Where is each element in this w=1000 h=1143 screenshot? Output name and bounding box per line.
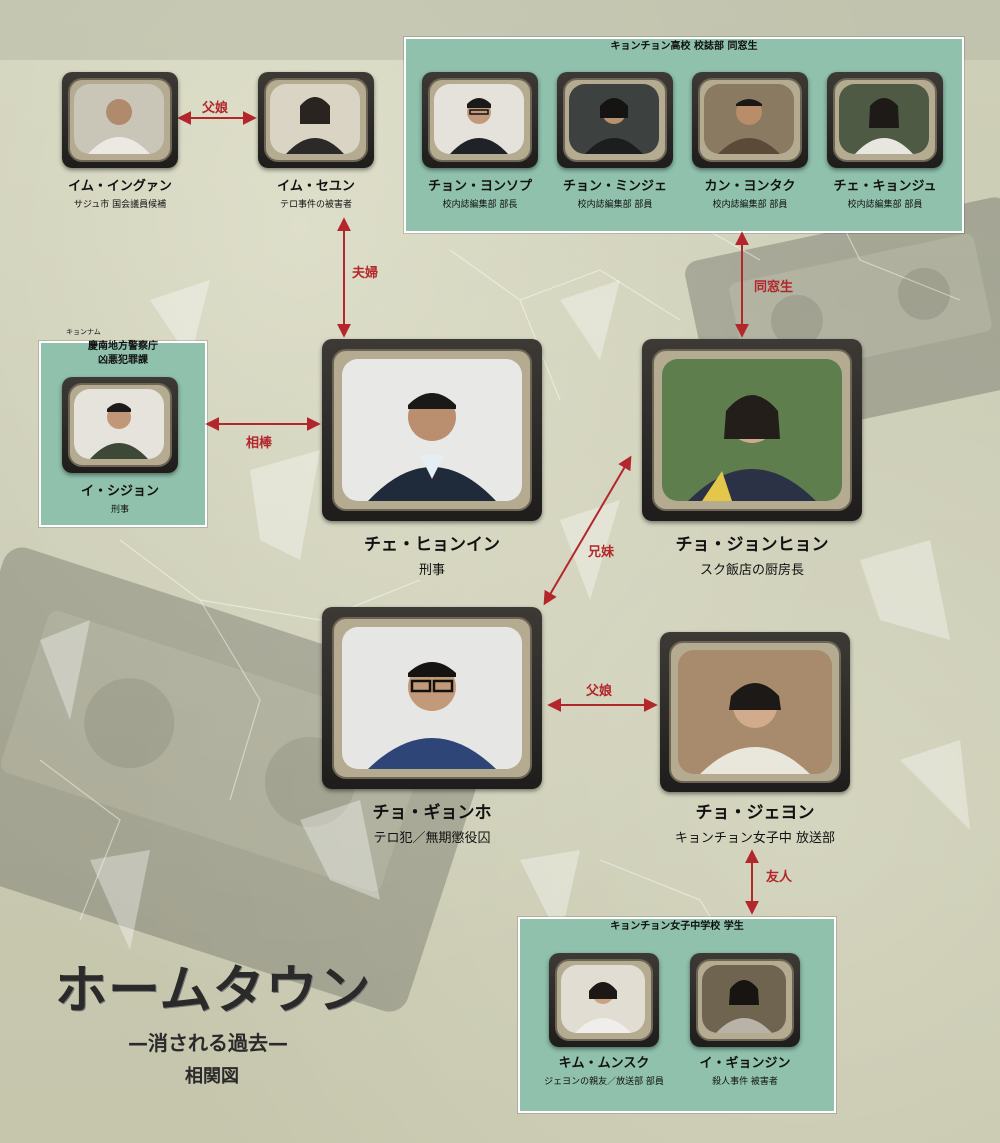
relation-label-ingwan-seyun: 父娘	[202, 101, 229, 116]
portrait-i-sijon	[74, 389, 164, 459]
portrait-che-kyonju	[839, 84, 929, 154]
police-group-title-line2: 凶悪犯罪課	[98, 355, 148, 366]
label-cho-jeyon: チョ・ジェヨン キョンチョン女子中 放送部	[640, 798, 870, 846]
label-im-seyun: イム・セユン テロ事件の被害者	[236, 175, 396, 210]
relation-label-jonhyon-gyonho: 兄妹	[588, 545, 615, 560]
portrait-cho-gyonho	[342, 627, 522, 769]
label-che-hyonin: チェ・ヒョンイン 刑事	[332, 530, 532, 578]
relation-label-jeyon-school: 友人	[766, 870, 793, 885]
name-cho-jeyon: チョ・ジェヨン	[695, 803, 815, 823]
role-cho-gyonho: テロ犯／無期懲役囚	[373, 831, 491, 846]
tv-frame-kan-yongtak	[692, 72, 808, 168]
label-kan-yongtak: カン・ヨンタク 校内誌編集部 部員	[670, 175, 830, 210]
middle-school-group-title: キョンチョン女子中学校 学生	[610, 921, 744, 932]
label-jeong-yongsop: チョン・ヨンソプ 校内誌編集部 部長	[400, 175, 560, 210]
role-cho-jeyon: キョンチョン女子中 放送部	[674, 831, 836, 846]
name-im-seyun: イム・セユン	[277, 179, 355, 194]
tv-frame-i-sijon	[62, 377, 178, 473]
name-cho-jonhyon: チョ・ジョンヒョン	[675, 535, 829, 555]
tv-frame-che-hyonin	[322, 339, 542, 521]
police-group-ruby: キョンナム	[66, 328, 101, 336]
label-kim-munsuku: キム・ムンスク ジェヨンの親友／放送部 部員	[524, 1052, 684, 1087]
title-sub: —消される過去—	[128, 1031, 288, 1055]
tv-frame-cho-jonhyon	[642, 339, 862, 521]
role-im-ingwan: サジュ市 国会議員候補	[73, 200, 167, 210]
tv-frame-jeong-minje	[557, 72, 673, 168]
tv-frame-jeong-yongsop	[422, 72, 538, 168]
tv-frame-cho-jeyon	[660, 632, 850, 792]
label-jeong-minje: チョン・ミンジェ 校内誌編集部 部員	[535, 175, 695, 210]
name-che-hyonin: チェ・ヒョンイン	[364, 535, 500, 555]
relation-label-sijon-hyonin: 相棒	[246, 436, 273, 451]
relation-label-seyun-hyonin: 夫婦	[352, 266, 379, 281]
label-cho-jonhyon: チョ・ジョンヒョン スク飯店の厨房長	[652, 530, 852, 578]
name-im-ingwan: イム・イングァン	[68, 179, 172, 194]
tv-frame-kim-munsuku	[549, 953, 659, 1047]
label-im-ingwan: イム・イングァン サジュ市 国会議員候補	[40, 175, 200, 210]
role-i-gyonjin: 殺人事件 被害者	[712, 1077, 778, 1087]
tv-frame-im-seyun	[258, 72, 374, 168]
portrait-jeong-minje	[569, 84, 659, 154]
name-cho-gyonho: チョ・ギョンホ	[372, 803, 492, 823]
relation-label-club-jonhyon: 同窓生	[754, 280, 794, 295]
label-che-kyonju: チェ・キョンジュ 校内誌編集部 部員	[805, 175, 965, 210]
label-cho-gyonho: チョ・ギョンホ テロ犯／無期懲役囚	[332, 798, 532, 846]
school-club-group-title: キョンチョン高校 校誌部 同窓生	[610, 41, 758, 52]
role-che-kyonju: 校内誌編集部 部員	[847, 200, 923, 210]
portrait-kan-yongtak	[704, 84, 794, 154]
name-che-kyonju: チェ・キョンジュ	[833, 179, 937, 194]
label-i-gyonjin: イ・ギョンジン 殺人事件 被害者	[665, 1052, 825, 1087]
role-kan-yongtak: 校内誌編集部 部員	[712, 200, 788, 210]
name-kan-yongtak: カン・ヨンタク	[704, 179, 796, 194]
role-i-sijon: 刑事	[110, 505, 129, 515]
tv-frame-i-gyonjin	[690, 953, 800, 1047]
role-jeong-yongsop: 校内誌編集部 部長	[442, 200, 518, 210]
portrait-kim-munsuku	[561, 965, 645, 1033]
role-jeong-minje: 校内誌編集部 部員	[577, 200, 653, 210]
title-chart: 相関図	[185, 1066, 239, 1087]
role-kim-munsuku: ジェヨンの親友／放送部 部員	[544, 1077, 664, 1087]
role-im-seyun: テロ事件の被害者	[279, 200, 352, 210]
name-i-sijon: イ・シジョン	[80, 484, 159, 499]
portrait-cho-jeyon	[678, 650, 832, 774]
name-jeong-yongsop: チョン・ヨンソプ	[427, 179, 532, 194]
portrait-jeong-yongsop	[434, 84, 524, 154]
role-cho-jonhyon: スク飯店の厨房長	[699, 563, 804, 578]
role-che-hyonin: 刑事	[418, 563, 445, 578]
portrait-i-gyonjin	[702, 965, 786, 1033]
tv-frame-che-kyonju	[827, 72, 943, 168]
tv-frame-im-ingwan	[62, 72, 178, 168]
police-group-title-line1: 慶南地方警察庁	[88, 341, 158, 352]
label-i-sijon: イ・シジョン 刑事	[40, 480, 200, 515]
title-main: ホームタウン	[55, 961, 372, 1021]
portrait-im-seyun	[270, 84, 360, 154]
portrait-im-ingwan	[74, 84, 164, 154]
name-kim-munsuku: キム・ムンスク	[558, 1056, 650, 1071]
portrait-cho-jonhyon	[662, 359, 842, 501]
glass-shards	[40, 280, 970, 950]
tv-frame-cho-gyonho	[322, 607, 542, 789]
portrait-che-hyonin	[342, 359, 522, 501]
relation-label-gyonho-jeyon: 父娘	[586, 684, 613, 699]
name-jeong-minje: チョン・ミンジェ	[562, 179, 667, 194]
name-i-gyonjin: イ・ギョンジン	[699, 1056, 791, 1071]
